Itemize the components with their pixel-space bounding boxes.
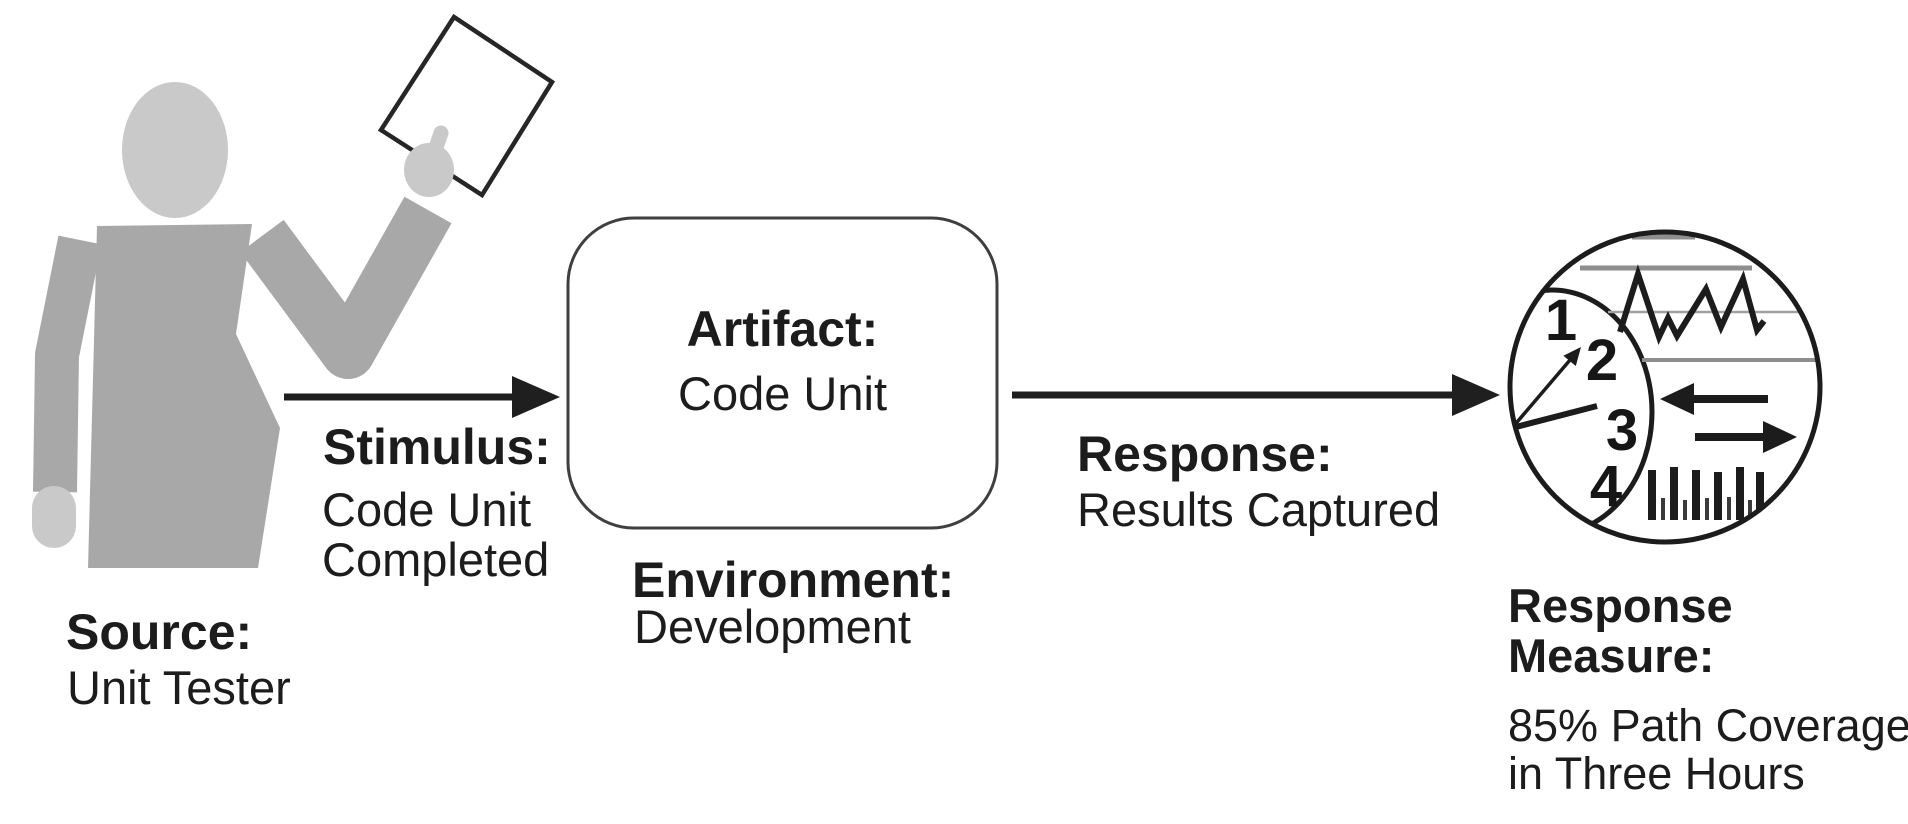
person-right-arm [240,196,452,379]
response-measure-value: 85% Path Coverage in Three Hours [1508,700,1908,799]
person-figure [32,82,454,568]
source-label: Source: [66,604,253,660]
response-label: Response: [1077,426,1333,482]
stimulus-arrow [284,376,560,418]
artifact-box [566,216,999,530]
bar-chart-bars [1648,467,1771,520]
environment-value: Development [634,600,911,653]
line-chart-zigzag [1617,264,1767,346]
environment-label: Environment: [632,552,955,608]
person-torso [88,224,280,568]
person-head [122,82,228,218]
source-value: Unit Tester [67,661,291,714]
clock-number-2: 2 [1585,328,1619,393]
clock-number-1: 1 [1544,288,1578,353]
right-arrow-glyph [1695,421,1797,453]
response-arrow [1012,374,1500,416]
clock-number-4: 4 [1589,454,1623,519]
clock-hands [1510,347,1598,431]
response-measure-label: Response Measure: [1508,579,1733,682]
artifact-label: Artifact: [686,301,879,357]
stimulus-label: Stimulus: [323,419,551,475]
stimulus-value: Code Unit Completed [322,483,550,586]
response-value: Results Captured [1077,483,1441,536]
artifact-value: Code Unit [678,367,887,420]
response-measure-gauge-icon [1507,229,1823,545]
person-left-arm [33,235,102,493]
chart-gridlines [1580,234,1816,362]
person-right-hand [404,125,454,197]
left-arrow-glyph [1660,383,1768,415]
clock-number-3: 3 [1605,398,1639,463]
